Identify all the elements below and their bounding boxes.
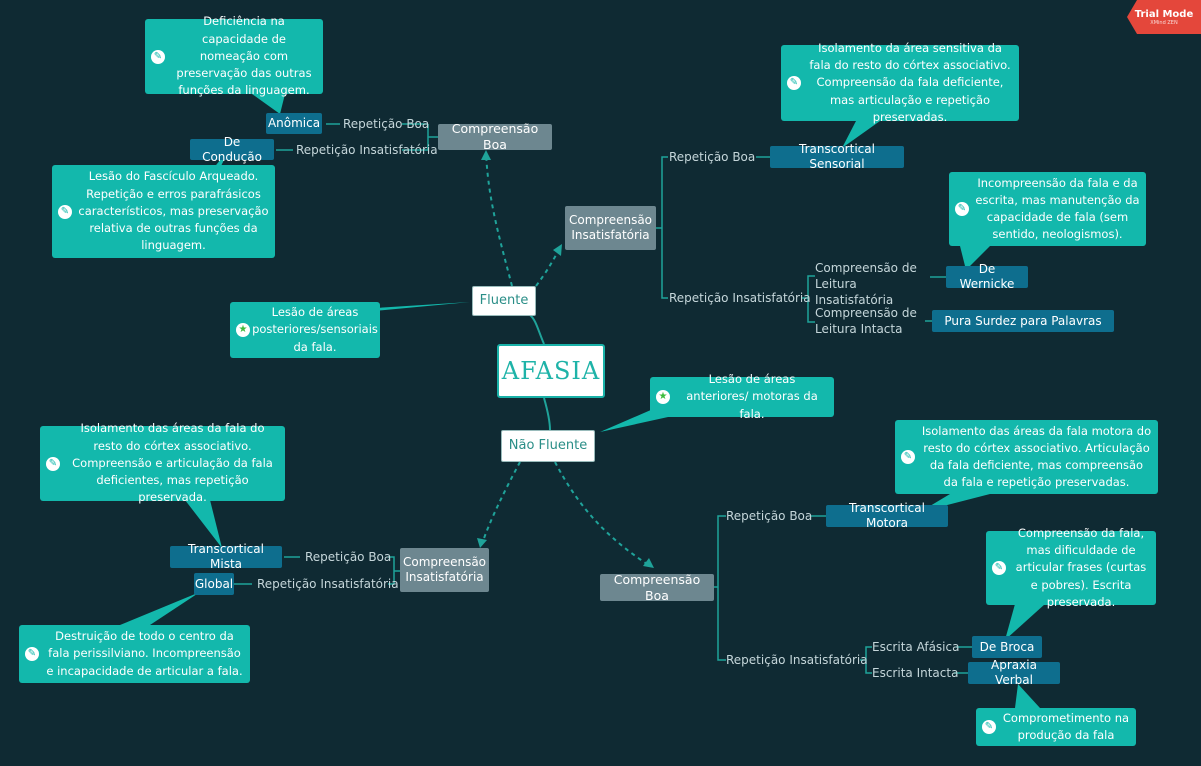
note-nao-fluente[interactable]: ★ Lesão de áreas anteriores/ motoras da … xyxy=(650,372,834,421)
label-repeticao-boa[interactable]: Repetição Boa xyxy=(305,550,392,564)
pencil-icon: ✎ xyxy=(58,204,72,219)
label-repeticao-insatisfatoria[interactable]: Repetição Insatisfatória xyxy=(726,653,868,667)
node-nao-fluente[interactable]: Não Fluente xyxy=(501,430,595,462)
node-fluente-compreensao-insatisfatoria[interactable]: Compreensão Insatisfatória xyxy=(565,206,656,250)
trial-mode-badge[interactable]: Trial Mode XMind ZEN xyxy=(1127,0,1201,34)
label-repeticao-insatisfatoria[interactable]: Repetição Insatisfatória xyxy=(257,577,399,591)
note-de-conducao[interactable]: ✎ Lesão do Fascículo Arqueado. Repetição… xyxy=(52,165,275,258)
note-apraxia-verbal[interactable]: ✎ Comprometimento na produção da fala xyxy=(976,708,1136,746)
node-naofluente-compreensao-insatisfatoria[interactable]: Compreensão Insatisfatória xyxy=(400,548,489,592)
node-de-broca[interactable]: De Broca xyxy=(972,636,1042,658)
node-pura-surdez-palavras[interactable]: Pura Surdez para Palavras xyxy=(932,310,1114,332)
pencil-icon: ✎ xyxy=(955,202,969,216)
node-de-wernicke[interactable]: De Wernicke xyxy=(946,262,1028,291)
label-escrita-intacta[interactable]: Escrita Intacta xyxy=(872,666,959,680)
pencil-icon: ✎ xyxy=(901,450,915,464)
note-global[interactable]: ✎ Destruição de todo o centro da fala pe… xyxy=(19,625,250,683)
label-compreensao-leitura-intacta[interactable]: Compreensão de Leitura Intacta xyxy=(815,306,917,337)
node-global[interactable]: Global xyxy=(194,573,234,595)
node-anomica[interactable]: Anômica xyxy=(266,113,322,134)
label-repeticao-boa[interactable]: Repetição Boa xyxy=(726,509,813,523)
node-transcortical-sensorial[interactable]: Transcortical Sensorial xyxy=(770,142,904,171)
label-repeticao-insatisfatoria[interactable]: Repetição Insatisfatória xyxy=(296,143,438,157)
label-repeticao-boa[interactable]: Repetição Boa xyxy=(669,150,756,164)
label-repeticao-insatisfatoria[interactable]: Repetição Insatisfatória xyxy=(669,291,811,305)
label-compreensao-leitura-insatisfatoria[interactable]: Compreensão de Leitura Insatisfatória xyxy=(815,261,917,308)
pencil-icon: ✎ xyxy=(46,456,60,471)
node-de-conducao[interactable]: De Condução xyxy=(190,135,274,164)
pencil-icon: ✎ xyxy=(982,720,996,734)
pencil-icon: ✎ xyxy=(787,76,801,90)
star-icon: ★ xyxy=(236,323,250,337)
star-icon: ★ xyxy=(656,390,670,404)
note-fluente[interactable]: ★ Lesão de áreas posteriores/sensoriais … xyxy=(230,302,380,358)
pencil-icon: ✎ xyxy=(25,647,39,661)
root-node-afasia[interactable]: AFASIA xyxy=(497,344,605,398)
node-transcortical-mista[interactable]: Transcortical Mista xyxy=(170,542,282,571)
label-escrita-afasica[interactable]: Escrita Afásica xyxy=(872,640,960,654)
node-fluente-compreensao-boa[interactable]: Compreensão Boa xyxy=(438,121,552,152)
node-apraxia-verbal[interactable]: Apraxia Verbal xyxy=(968,658,1060,687)
note-de-broca[interactable]: ✎ Compreensão da fala, mas dificuldade d… xyxy=(986,526,1156,609)
note-transcortical-motora[interactable]: ✎ Isolamento das áreas da fala motora do… xyxy=(895,420,1158,494)
note-anomica[interactable]: ✎ Deficiência na capacidade de nomeação … xyxy=(145,14,323,97)
note-de-wernicke[interactable]: ✎ Incompreensão da fala e da escrita, ma… xyxy=(949,172,1146,246)
pencil-icon: ✎ xyxy=(151,49,165,64)
note-transcortical-mista[interactable]: ✎ Isolamento das áreas da fala do resto … xyxy=(40,421,285,504)
label-repeticao-boa[interactable]: Repetição Boa xyxy=(343,117,430,131)
note-transcortical-sensorial[interactable]: ✎ Isolamento da área sensitiva da fala d… xyxy=(781,41,1019,124)
node-naofluente-compreensao-boa[interactable]: Compreensão Boa xyxy=(600,572,714,603)
pencil-icon: ✎ xyxy=(992,561,1006,575)
node-fluente[interactable]: Fluente xyxy=(472,286,536,316)
node-transcortical-motora[interactable]: Transcortical Motora xyxy=(826,501,948,530)
